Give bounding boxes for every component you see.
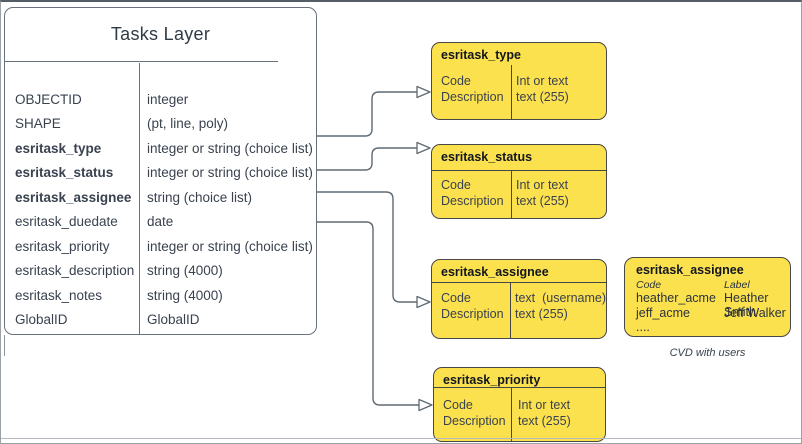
domain-description-type: text (255) xyxy=(515,306,568,321)
field-name: esritask_priority xyxy=(15,238,110,254)
entity-title: Tasks Layer xyxy=(110,23,211,44)
domain-code-label: Code xyxy=(441,74,471,88)
domain-description-label: Description xyxy=(441,306,504,321)
field-row: esritask_priority integer or string (choi… xyxy=(5,234,316,259)
cvd-title: esritask_assignee xyxy=(636,263,744,277)
field-row: esritask_description string (4000) xyxy=(5,259,316,284)
domain-code-label: Code xyxy=(441,291,471,305)
open-arrowhead-icon xyxy=(416,295,431,309)
field-type: integer or string (choice list) xyxy=(147,140,313,156)
connector-status xyxy=(317,147,417,171)
field-name: esritask_assignee xyxy=(15,189,132,205)
cvd-users-box: esritask_assignee Code Label heather_acme… xyxy=(624,257,791,337)
cvd-row: .... xyxy=(636,320,786,334)
field-type: integer or string (choice list) xyxy=(147,238,313,254)
domain-field-types: text (username)text (255) xyxy=(515,291,606,322)
cvd-caption: CVD with users xyxy=(669,347,746,359)
field-row: OBJECTID integer xyxy=(5,87,316,112)
domain-code-type: Int or text xyxy=(516,74,569,88)
domain-title: esritask_priority xyxy=(443,373,541,387)
field-name: GlobalID xyxy=(15,312,68,328)
field-name: esritask_notes xyxy=(15,287,103,303)
column-divider xyxy=(139,63,140,334)
open-arrowhead-icon xyxy=(416,141,431,155)
domain-title: esritask_status xyxy=(441,150,533,164)
field-row: esritask_assignee string (choice list) xyxy=(5,185,316,210)
cvd-label: Heather Smith xyxy=(724,291,769,319)
field-row: GlobalID GlobalID xyxy=(5,308,316,333)
domain-description-label: Description xyxy=(443,413,506,428)
field-list: OBJECTID integer SHAPE (pt, line, poly) es… xyxy=(5,87,316,332)
domain-title-divider xyxy=(432,282,606,283)
field-type: string (choice list) xyxy=(147,189,253,205)
domain-title: esritask_type xyxy=(441,48,521,62)
domain-description-type: text (255) xyxy=(518,413,571,428)
field-row: esritask_duedate date xyxy=(5,210,316,235)
field-type: string (4000) xyxy=(147,287,223,303)
domain-description-label: Description xyxy=(441,89,504,104)
domain-title-divider xyxy=(432,170,606,171)
cvd-row: jeff_acme Jeff Walker xyxy=(636,306,786,320)
tasks-layer-entity: Tasks Layer OBJECTID integer SHAPE (pt, li… xyxy=(4,7,317,335)
cvd-label-header: Label xyxy=(724,279,750,291)
field-row: SHAPE (pt, line, poly) xyxy=(5,112,316,137)
connector-assignee xyxy=(317,191,417,303)
field-row: esritask_type integer or string (choice l… xyxy=(5,136,316,161)
title-divider xyxy=(5,61,278,62)
cvd-code: jeff_acme xyxy=(636,306,690,320)
field-name: OBJECTID xyxy=(15,91,82,107)
domain-title: esritask_assignee xyxy=(441,265,549,279)
cvd-label: Jeff Walker xyxy=(724,306,786,320)
domain-code-label: Code xyxy=(441,178,471,192)
domain-code-type: Int or text xyxy=(516,178,569,192)
field-row: esritask_status integer or string (choice… xyxy=(5,161,316,186)
field-name: esritask_type xyxy=(15,140,102,156)
domain-column-divider xyxy=(511,387,512,441)
connector-priority xyxy=(317,221,419,406)
field-type: date xyxy=(147,214,174,230)
domain-description-label: Description xyxy=(441,193,504,208)
domain-column-divider xyxy=(510,282,511,338)
sketch-line-artifact xyxy=(4,335,5,356)
field-type: (pt, line, poly) xyxy=(147,116,229,132)
domain-code-type: Int or text xyxy=(518,398,571,412)
domain-column-divider xyxy=(511,170,512,218)
cvd-code: heather_acme xyxy=(636,291,716,305)
cvd-row: heather_acme Heather Smith xyxy=(636,291,786,319)
domain-column-divider xyxy=(511,65,512,119)
canvas-page-edge xyxy=(1,438,801,439)
domain-title-divider xyxy=(434,387,605,388)
cvd-code: .... xyxy=(636,320,650,334)
field-type: integer xyxy=(147,91,189,107)
field-type: integer or string (choice list) xyxy=(147,165,313,181)
field-name: esritask_status xyxy=(15,165,114,181)
open-arrowhead-icon xyxy=(416,85,431,99)
field-type: GlobalID xyxy=(147,312,200,328)
open-arrowhead-icon xyxy=(418,398,433,412)
domain-code-label: Code xyxy=(443,398,473,412)
field-type: string (4000) xyxy=(147,263,223,279)
cvd-code-header: Code xyxy=(636,279,662,291)
domain-description-type: text (255) xyxy=(516,193,569,208)
domain-code-type: text (username) xyxy=(515,291,607,305)
field-name: esritask_description xyxy=(15,263,135,279)
field-name: SHAPE xyxy=(15,116,61,132)
cvd-header-row: Code Label xyxy=(636,279,786,291)
connector-type xyxy=(317,91,417,137)
field-row: esritask_notes string (4000) xyxy=(5,283,316,308)
field-name: esritask_duedate xyxy=(15,214,118,230)
domain-description-type: text (255) xyxy=(516,89,569,104)
